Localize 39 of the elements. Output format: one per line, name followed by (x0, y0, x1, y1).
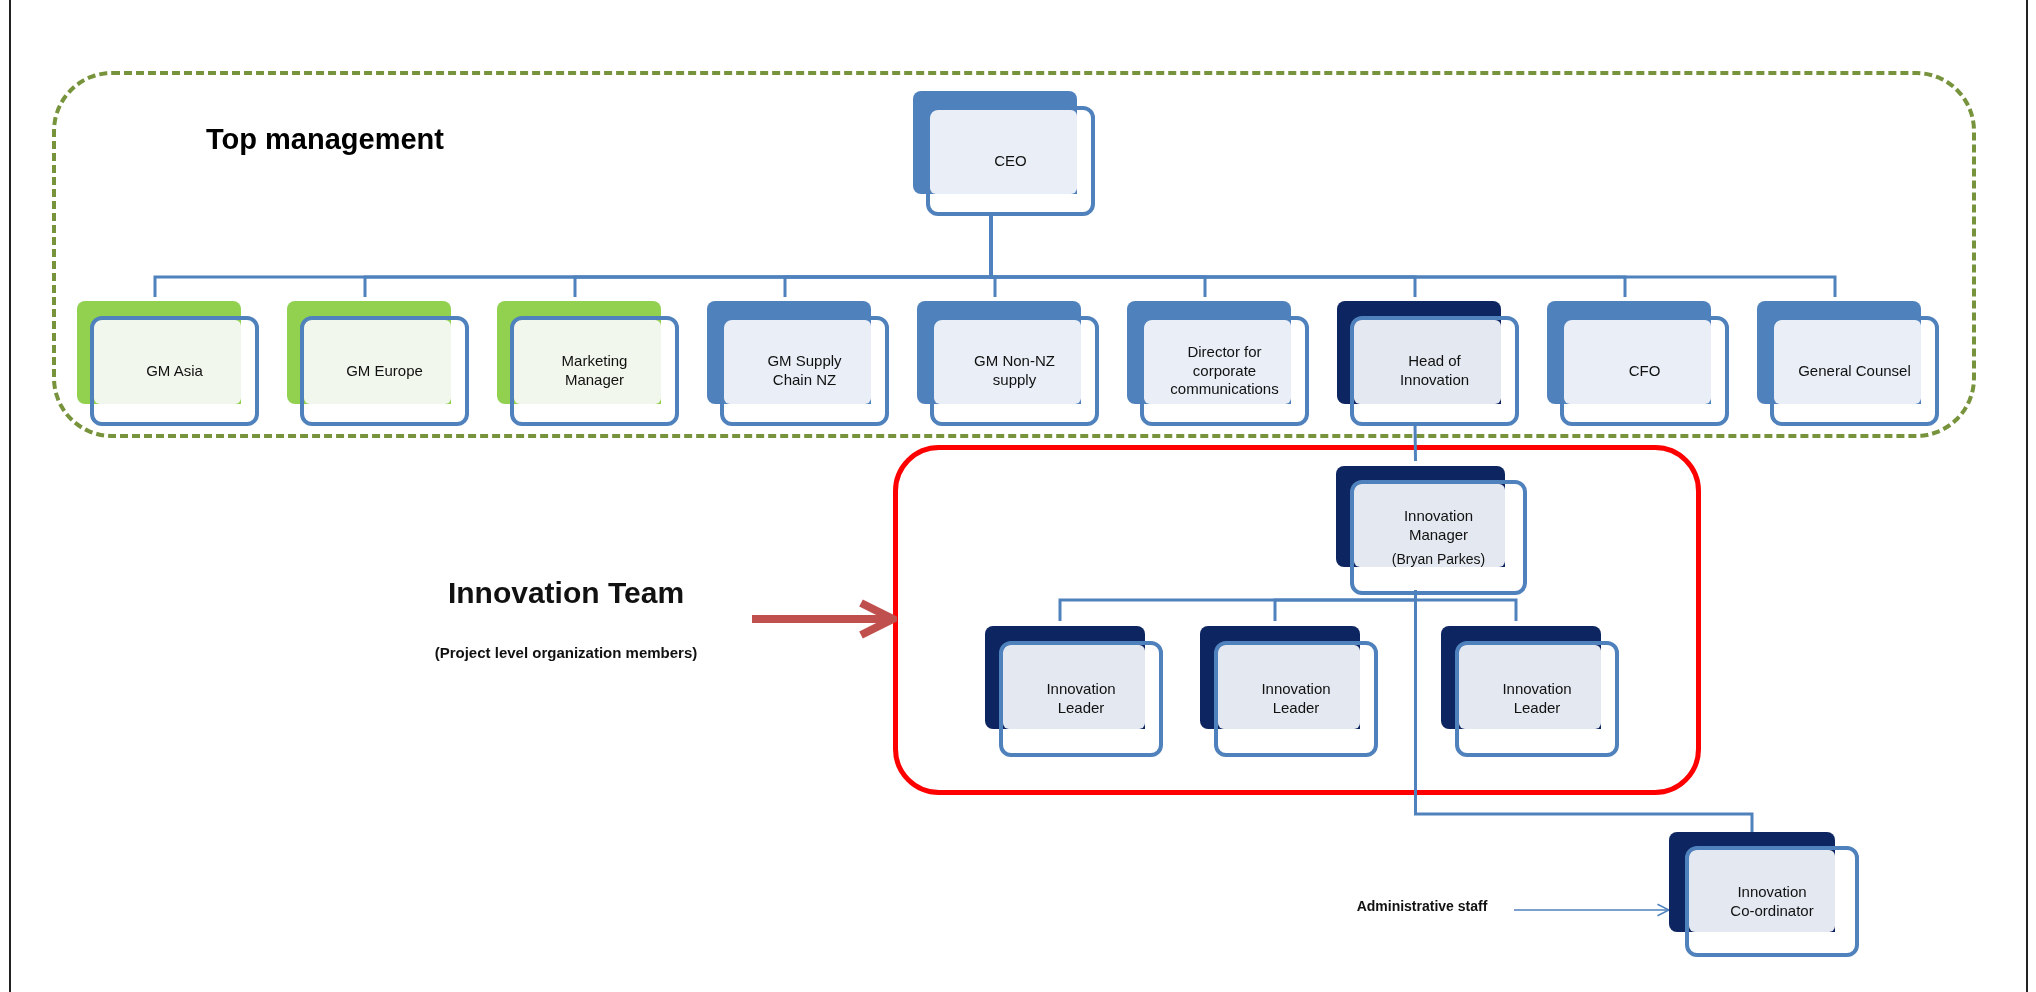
position-card (1127, 301, 1309, 426)
group-title: Top management (206, 123, 444, 156)
position-title: Marketing Manager (560, 352, 629, 390)
connector-line (1414, 590, 1754, 832)
position-card (1547, 301, 1729, 426)
dashed-group-frame (52, 71, 1976, 438)
person-name: (Bryan Parkes) (1391, 550, 1486, 568)
position-card (77, 301, 259, 426)
position-card (1337, 301, 1519, 426)
position-title: GM Supply Chain NZ (766, 352, 843, 390)
position-title: Innovation Leader (1501, 680, 1573, 718)
position-title: General Counsel (1798, 361, 1911, 381)
team-frame (893, 445, 1701, 795)
position-card (1669, 832, 1859, 957)
position-title: Head of Innovation (1398, 352, 1471, 390)
section-subtitle: (Project level organization members) (434, 644, 698, 661)
position-title: GM Asia (146, 361, 203, 381)
position-card (1757, 301, 1939, 426)
position-card (1441, 626, 1619, 757)
section-heading: Innovation Team (447, 576, 685, 610)
position-title: GM Non-NZ supply (973, 352, 1056, 390)
position-card (985, 626, 1163, 757)
position-title: Innovation Manager (1402, 507, 1475, 545)
position-card (287, 301, 469, 426)
position-title: Director for corporate communications (1169, 342, 1280, 400)
position-card (913, 91, 1095, 216)
position-title: Innovation Leader (1260, 680, 1332, 718)
position-title: CFO (1628, 361, 1661, 381)
arrow (1513, 903, 1670, 917)
position-card (497, 301, 679, 426)
position-title: Innovation Leader (1045, 680, 1117, 718)
annotation: Administrative staff (1356, 898, 1488, 914)
position-card (707, 301, 889, 426)
position-title: CEO (994, 151, 1027, 171)
position-card (917, 301, 1099, 426)
position-title: GM Europe (346, 361, 423, 381)
position-title: Innovation Co-ordinator (1729, 882, 1815, 921)
position-card (1200, 626, 1378, 757)
position-card (1336, 466, 1527, 595)
